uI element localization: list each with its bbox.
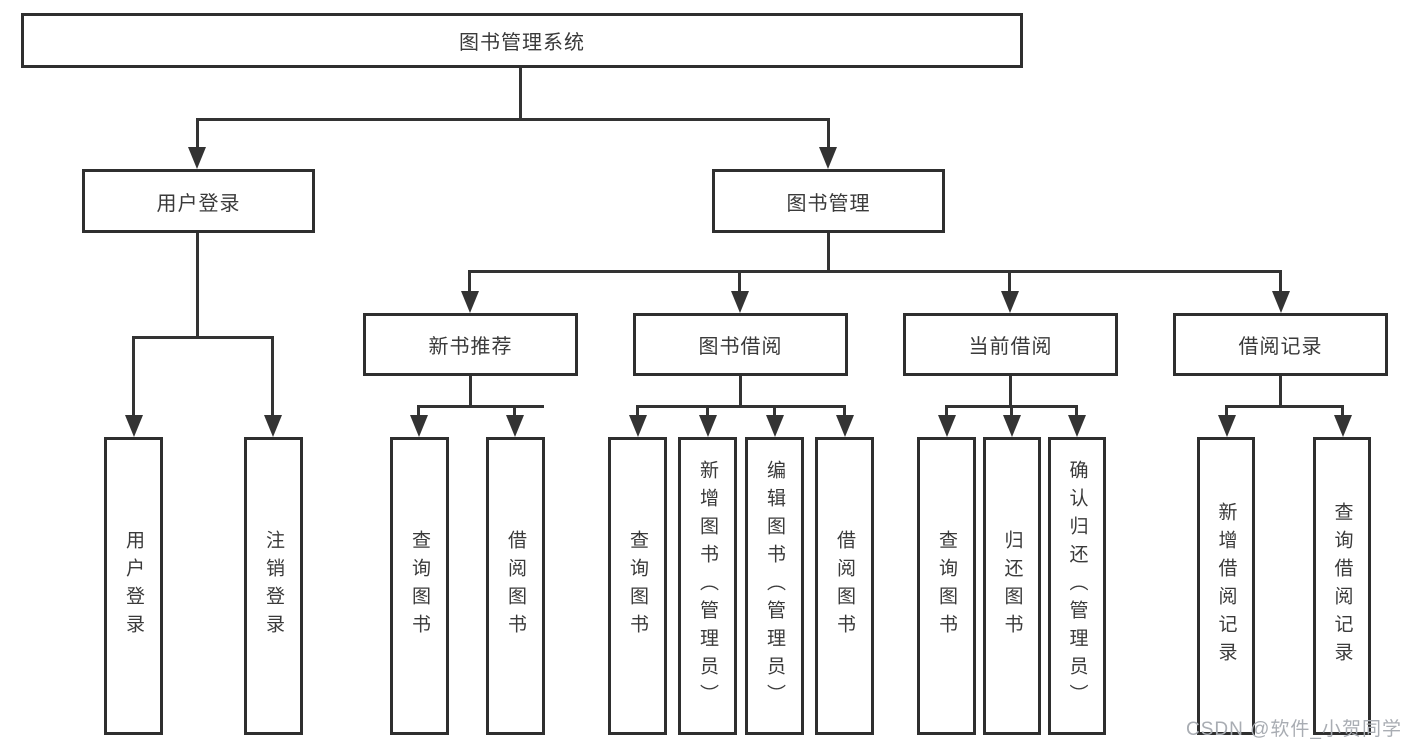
arrowhead-leaf [629, 415, 647, 437]
connector-to-current [1008, 270, 1011, 296]
node-borrow-records-label: 借阅记录 [1238, 336, 1323, 358]
leaf-records-query-label: 查询借阅记录 [1331, 502, 1353, 670]
leaf-borrow-query: 查询图书 [608, 437, 667, 735]
connector-leaf-line [773, 405, 776, 420]
arrowhead-leaf [938, 415, 956, 437]
connector-user-login-bar [133, 336, 274, 339]
leaf-borrow-query-label: 查询图书 [627, 530, 648, 642]
node-book-management: 图书管理 [712, 169, 945, 233]
connector-to-user-login [196, 118, 199, 154]
leaf-logout: 注销登录 [244, 437, 303, 735]
node-borrow-records: 借阅记录 [1173, 313, 1388, 376]
connector-leaf-line [945, 405, 948, 420]
arrowhead-leaf [1003, 415, 1021, 437]
arrowhead-user-login [188, 147, 206, 169]
node-book-borrow-label: 图书借阅 [698, 336, 783, 358]
node-book-borrow: 图书借阅 [633, 313, 848, 376]
arrowhead-leaf [1218, 415, 1236, 437]
node-current-borrow: 当前借阅 [903, 313, 1118, 376]
leaf-user-login: 用户登录 [104, 437, 163, 735]
connector-records-bar [1225, 405, 1343, 408]
connector-leaf-line [417, 405, 420, 420]
leaf-borrow-borrow: 借阅图书 [815, 437, 874, 735]
leaf-newbook-query: 查询图书 [390, 437, 449, 735]
connector-leaf-line [706, 405, 709, 420]
connector-borrow-bar [636, 405, 845, 408]
arrowhead-leaf-logout [264, 415, 282, 437]
arrowhead-leaf [1334, 415, 1352, 437]
connector-user-login-stem [196, 233, 199, 339]
leaf-newbook-query-label: 查询图书 [409, 530, 430, 642]
connector-to-borrow [738, 270, 741, 296]
connector-level3-bar [469, 270, 1282, 273]
connector-records-stem [1279, 376, 1282, 408]
connector-current-stem [1009, 376, 1012, 408]
leaf-current-confirm-return: 确认归还（管理员） [1048, 437, 1106, 735]
node-current-borrow-label: 当前借阅 [968, 336, 1053, 358]
arrowhead-leaf-login [125, 415, 143, 437]
connector-leaf-line [1225, 405, 1228, 420]
arrowhead-leaf [766, 415, 784, 437]
connector-leaf-line [843, 405, 846, 420]
connector-new-book-stem [469, 376, 472, 408]
leaf-borrow-borrow-label: 借阅图书 [834, 530, 855, 642]
node-new-book-recommend: 新书推荐 [363, 313, 578, 376]
leaf-current-confirm-return-label: 确认归还（管理员） [1066, 460, 1088, 712]
connector-to-leaf-login [132, 336, 135, 420]
arrowhead-leaf [836, 415, 854, 437]
arrowhead-current [1001, 291, 1019, 313]
leaf-user-login-label: 用户登录 [123, 530, 144, 642]
leaf-borrow-edit: 编辑图书（管理员） [745, 437, 804, 735]
arrowhead-leaf [699, 415, 717, 437]
connector-root-stem [519, 68, 522, 120]
leaf-current-query-label: 查询图书 [936, 530, 957, 642]
connector-leaf-line [1075, 405, 1078, 420]
leaf-current-query: 查询图书 [917, 437, 976, 735]
leaf-newbook-borrow: 借阅图书 [486, 437, 545, 735]
leaf-borrow-add-label: 新增图书（管理员） [697, 460, 718, 712]
connector-leaf-line [1010, 405, 1013, 420]
arrowhead-leaf [506, 415, 524, 437]
leaf-logout-label: 注销登录 [263, 530, 284, 642]
arrowhead-leaf [1068, 415, 1086, 437]
node-root: 图书管理系统 [21, 13, 1023, 68]
connector-level1-bar [197, 118, 830, 121]
connector-leaf-line [636, 405, 639, 420]
connector-new-book-bar [418, 405, 544, 408]
arrowhead-leaf [410, 415, 428, 437]
node-user-login-label: 用户登录 [156, 192, 241, 215]
leaf-borrow-edit-label: 编辑图书（管理员） [764, 460, 785, 712]
arrowhead-borrow [731, 291, 749, 313]
connector-to-book-mgmt [827, 118, 830, 154]
csdn-watermark: CSDN @软件_小贺同学 [1186, 719, 1402, 740]
connector-to-leaf-logout [271, 336, 274, 420]
leaf-records-add: 新增借阅记录 [1197, 437, 1255, 735]
connector-leaf-line [1341, 405, 1344, 420]
node-new-book-recommend-label: 新书推荐 [428, 336, 513, 358]
leaf-records-query: 查询借阅记录 [1313, 437, 1371, 735]
connector-leaf-line [513, 405, 516, 420]
arrowhead-book-mgmt [819, 147, 837, 169]
connector-book-mgmt-stem [827, 233, 830, 272]
leaf-records-add-label: 新增借阅记录 [1215, 502, 1237, 670]
connector-to-records [1279, 270, 1282, 296]
node-book-management-label: 图书管理 [786, 192, 871, 215]
leaf-current-return-label: 归还图书 [1001, 530, 1023, 642]
node-user-login: 用户登录 [82, 169, 315, 233]
node-root-label: 图书管理系统 [459, 32, 585, 54]
leaf-newbook-borrow-label: 借阅图书 [505, 530, 526, 642]
arrowhead-records [1272, 291, 1290, 313]
leaf-borrow-add: 新增图书（管理员） [678, 437, 737, 735]
arrowhead-new-book [461, 291, 479, 313]
connector-borrow-stem [739, 376, 742, 408]
leaf-current-return: 归还图书 [983, 437, 1041, 735]
connector-to-new-book [468, 270, 471, 296]
